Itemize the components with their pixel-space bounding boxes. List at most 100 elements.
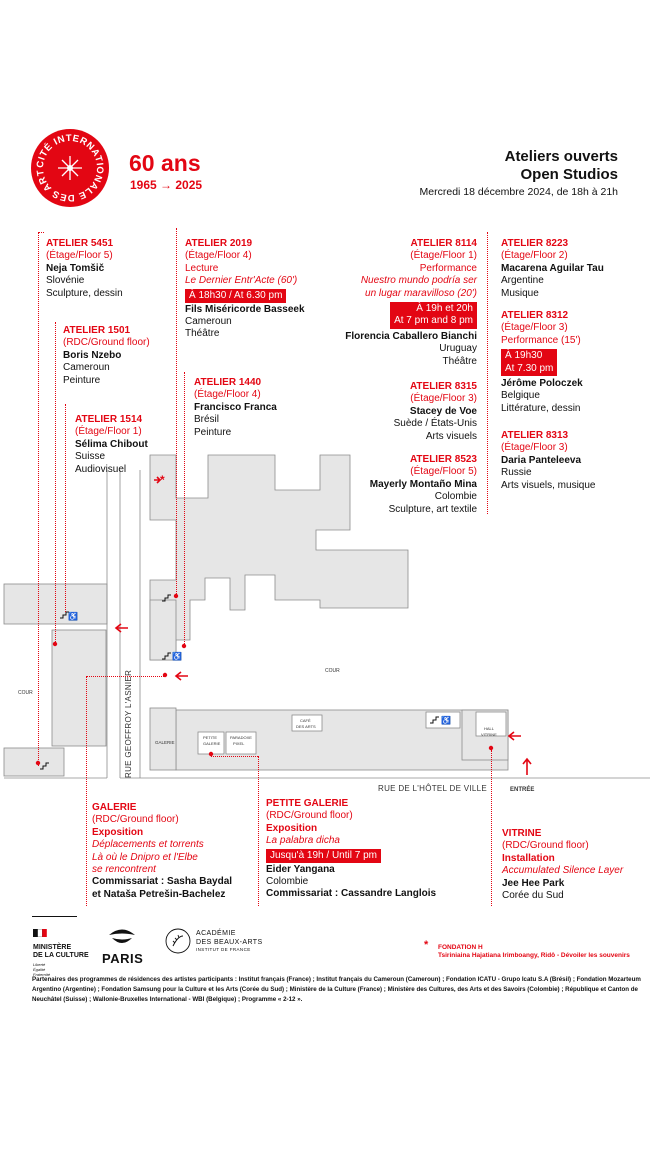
svg-text:♿: ♿ [68, 611, 78, 621]
entry-arrows [114, 476, 532, 775]
fondation-note: * FONDATION H Tsiriniaina Hajatiana Irim… [424, 940, 630, 960]
leader-1440 [184, 372, 185, 646]
artist-discipline: Arts visuels, musique [501, 479, 596, 491]
studio-title: ATELIER 8523 [409, 454, 477, 465]
street-horizontal-label: RUE DE L'HÔTEL DE VILLE [378, 784, 487, 793]
paris-logo: PARIS [102, 926, 143, 966]
time-badge: À 19h30 At 7.30 pm [501, 349, 558, 377]
studio-8313: ATELIER 8313 (Étage/Floor 3) Daria Pante… [501, 430, 595, 492]
studio-floor: (Étage/Floor 1) [410, 250, 477, 262]
leader-2019 [176, 228, 177, 598]
paradoxe-map-label-2: PIXEL [233, 741, 245, 746]
artist-country: Suède / États-Unis [393, 418, 477, 430]
artist-name: Sélima Chibout [75, 438, 148, 450]
time-badge: À 18h30 / At 6.30 pm [185, 288, 287, 303]
artist-name: Jérôme Poloczek [501, 378, 583, 390]
artist-name: Mayerly Montaño Mina [369, 478, 477, 490]
artist-country: Colombie [266, 876, 309, 888]
studio-floor: (Étage/Floor 3) [410, 393, 477, 405]
artist-country: Uruguay [439, 343, 477, 355]
leader-1501 [55, 322, 56, 644]
studio-title: ATELIER 1440 [194, 377, 262, 388]
artist-discipline: Sculpture, art textile [388, 503, 477, 515]
studio-floor: (Étage/Floor 4) [185, 250, 252, 262]
event-work: Le Dernier Entr'Acte (60') [185, 275, 298, 287]
exhibit-work-line1: Déplacements et torrents [92, 839, 204, 851]
ministere-text-1: MINISTÈRE [33, 944, 72, 951]
fondation-text: Tsiriniaina Hajatiana Irimboangy, Ridô -… [438, 952, 630, 959]
cour-center-label: COUR [325, 668, 340, 674]
motto-3: Fraternité [33, 972, 51, 977]
page-subtitle: Open Studios [520, 166, 619, 183]
street-vertical-label: RUE GEOFFROY L'ASNIER [124, 670, 133, 778]
academie-logo [165, 928, 191, 959]
leader-studios-right [487, 232, 488, 514]
event-work-line1: Nuestro mundo podría ser [360, 275, 477, 287]
studio-title: ATELIER 1514 [75, 414, 143, 425]
artist-discipline: Sculpture, dessin [46, 287, 123, 299]
academie-text-3: INSTITUT DE FRANCE [196, 947, 251, 952]
exhibit-work-line3: se rencontrent [92, 864, 156, 876]
artist-name: Fils Miséricorde Basseek [185, 303, 305, 315]
artist-country: Brésil [194, 414, 220, 426]
artist-discipline: Audiovisuel [75, 463, 127, 475]
svg-text:♿: ♿ [172, 651, 182, 661]
hall-map-label-2: VITRINE [481, 732, 497, 737]
time-line2: At 7.30 pm [505, 362, 554, 374]
exhibit-title: PETITE GALERIE [266, 798, 349, 809]
studio-title: ATELIER 8315 [409, 381, 477, 392]
studio-floor: (Étage/Floor 1) [75, 426, 142, 438]
studio-title: ATELIER 2019 [185, 238, 253, 249]
artist-country: Cameroun [185, 316, 232, 328]
studio-floor: (Étage/Floor 5) [410, 466, 477, 478]
event-type: Lecture [185, 262, 219, 274]
exhibit-vitrine: VITRINE (RDC/Ground floor) Installation … [502, 828, 623, 902]
cafe-map-label-2: DES ARTS [296, 724, 316, 729]
studio-floor: (Étage/Floor 4) [194, 389, 261, 401]
cour-left-label: COUR [18, 690, 33, 696]
leader-5451 [38, 232, 39, 766]
exhibit-type: Exposition [92, 826, 144, 838]
exhibit-title: VITRINE [502, 828, 542, 839]
leader-petite-galerie [258, 756, 259, 906]
galerie-map-label: GALERIE [155, 740, 175, 745]
studio-8312: ATELIER 8312 (Étage/Floor 3) Performance… [501, 310, 583, 415]
exhibit-work: La palabra dicha [266, 835, 340, 847]
artist-country: Slovénie [46, 275, 85, 287]
artist-country: Corée du Sud [502, 890, 564, 902]
paris-ship-icon [109, 929, 135, 943]
time-line2: At 7 pm and 8 pm [394, 315, 473, 327]
exhibit-floor: (RDC/Ground floor) [502, 840, 589, 852]
exhibit-type: Exposition [266, 822, 318, 834]
anniversary-title: 60 ans [129, 150, 201, 176]
studio-8114: ATELIER 8114 (Étage/Floor 1) Performance… [277, 238, 477, 368]
artist-name: Eider Yangana [266, 863, 335, 875]
exhibit-work: Accumulated Silence Layer [502, 865, 624, 877]
leader-galerie [86, 676, 87, 906]
exhibit-work-line2: Là où le Dnipro et l'Elbe [92, 851, 198, 863]
artist-discipline: Littérature, dessin [501, 402, 581, 414]
flag-icon [33, 928, 47, 938]
studio-title: ATELIER 8313 [501, 430, 569, 441]
artist-country: Suisse [75, 451, 106, 463]
artist-discipline: Peinture [63, 374, 101, 386]
time-badge: Jusqu'à 19h / Until 7 pm [266, 848, 381, 863]
artist-name: Daria Panteleeva [501, 454, 582, 466]
studio-8315: ATELIER 8315 (Étage/Floor 3) Stacey de V… [277, 381, 477, 443]
artist-name: Stacey de Voe [409, 405, 477, 417]
page-title: Ateliers ouverts [504, 148, 618, 165]
artist-country: Russie [501, 467, 532, 479]
event-date: Mercredi 18 décembre 2024, de 18h à 21h [419, 186, 618, 198]
studio-title: ATELIER 8312 [501, 310, 569, 321]
partners-text: Partenaires des programmes de résidences… [32, 976, 641, 1003]
studio-1501: ATELIER 1501 (RDC/Ground floor) Boris Nz… [63, 325, 150, 387]
artist-discipline: Musique [501, 287, 539, 299]
hall-map-label-1: HALL [484, 726, 495, 731]
leader-1514 [65, 404, 66, 612]
location-dots [35, 593, 494, 766]
event-work-line2: un lugar maravilloso (20') [365, 287, 477, 299]
logo: CITÉ INTERNATIONALE DES ARTS [27, 120, 110, 208]
motto-2: Égalité [33, 967, 46, 972]
artist-country: Belgique [501, 390, 540, 402]
artist-discipline: Théâtre [185, 328, 220, 340]
